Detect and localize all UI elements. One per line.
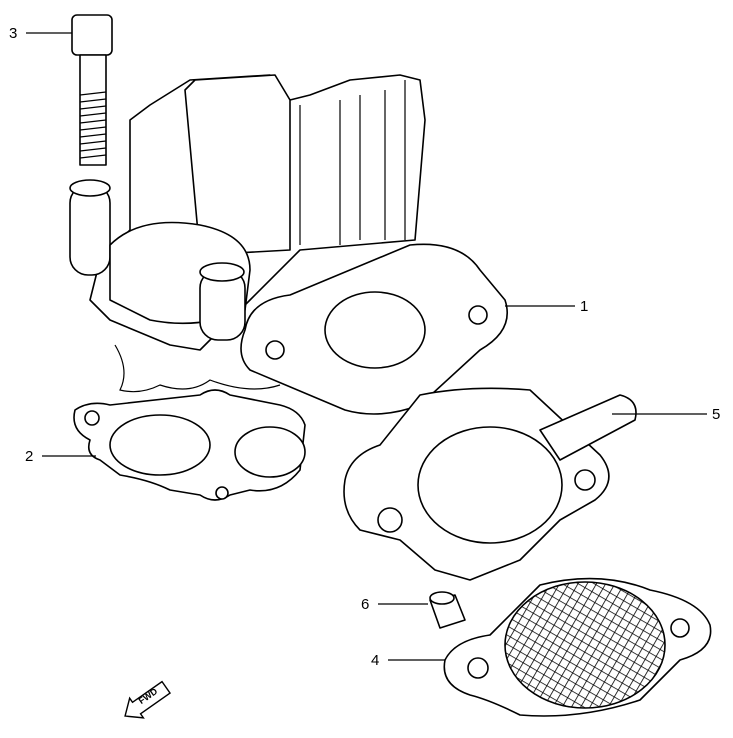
screen-gasket-part-4 [443, 577, 712, 717]
fwd-arrow-icon [124, 680, 172, 719]
gasket-part-2 [73, 344, 306, 501]
throttle-body-part-1 [69, 74, 509, 415]
adapter-part-5 [343, 387, 637, 581]
callout-3: 3 [9, 25, 18, 42]
callout-4: 4 [371, 652, 380, 669]
callout-6: 6 [361, 596, 370, 613]
sleeve-part-6 [429, 591, 466, 629]
callout-5: 5 [712, 406, 721, 423]
callout-2: 2 [25, 448, 34, 465]
leader-lines [26, 32, 707, 661]
bolt-part-3 [71, 14, 113, 166]
callout-1: 1 [580, 298, 589, 315]
